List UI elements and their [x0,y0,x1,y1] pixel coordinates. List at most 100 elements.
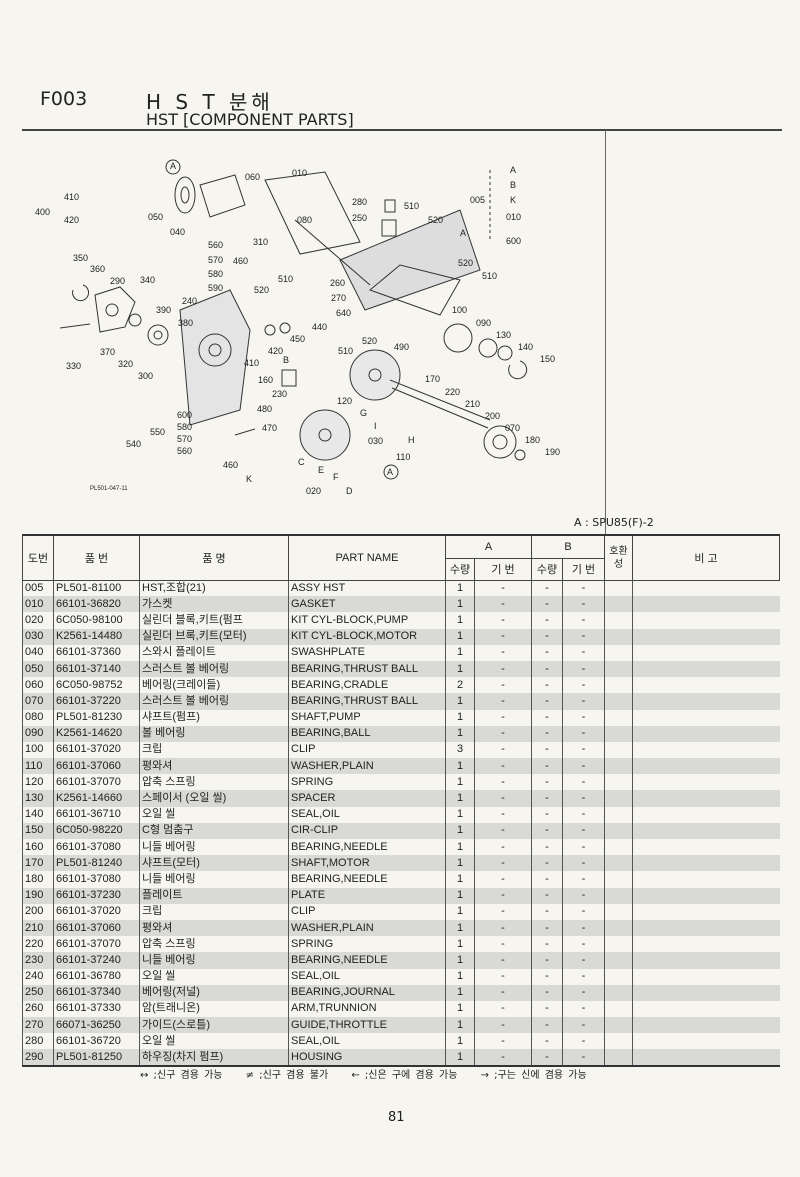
part-number: 66101-37240 [53,952,140,969]
callout: 480 [257,404,273,414]
callout: 360 [90,264,106,274]
col-remarks: 비 고 [632,534,780,581]
model-b: - [562,984,605,1001]
model-a: - [474,1000,532,1018]
row-no: 120 [22,774,54,791]
name-korean: 베어링(크레이들) [139,677,289,694]
model-b: - [562,822,605,839]
model-b: - [562,903,605,920]
remarks [632,855,780,872]
model-a: - [474,984,532,1001]
part-number: 66101-37330 [53,1000,140,1018]
remarks [632,1017,780,1034]
model-a: - [474,855,532,872]
part-name: BEARING,BALL [288,725,446,742]
model-a: - [474,839,532,856]
callout: 070 [505,423,521,433]
model-b: - [562,644,605,661]
qty-a: 1 [445,774,475,791]
part-number: PL501-81240 [53,855,140,872]
qty-a: 1 [445,871,475,888]
part-number: 66101-37230 [53,887,140,904]
callout: 600 [177,410,193,420]
model-a: - [474,693,532,710]
part-name: BEARING,NEEDLE [288,839,446,856]
row-no: 100 [22,741,54,759]
callout: 320 [118,359,134,369]
callout: 520 [458,258,474,268]
qty-a: 1 [445,709,475,726]
compat [604,644,633,661]
name-korean: 크립 [139,903,289,920]
part-name: GUIDE,THROTTLE [288,1017,446,1034]
callout: 005 [470,195,486,205]
remarks [632,968,780,985]
part-name: KIT CYL-BLOCK,MOTOR [288,628,446,645]
qty-b: - [531,806,563,823]
qty-b: - [531,677,563,694]
name-korean: 하우징(차지 펌프) [139,1049,289,1067]
name-korean: 가이드(스로틀) [139,1017,289,1034]
row-no: 240 [22,968,54,985]
part-number: 66101-36820 [53,596,140,613]
model-a: - [474,677,532,694]
part-name: WASHER,PLAIN [288,758,446,775]
compat [604,709,633,726]
compat [604,984,633,1001]
qty-b: - [531,919,563,937]
name-korean: 오일 씰 [139,806,289,823]
compat [604,580,633,597]
callout: 410 [64,192,80,202]
callout: 110 [396,452,411,462]
compat [604,790,633,807]
remarks [632,580,780,597]
model-a: - [474,1049,532,1067]
row-no: 060 [22,677,54,694]
row-no: 210 [22,919,54,937]
callout: 290 [110,276,126,286]
qty-a: 1 [445,887,475,904]
row-no: 010 [22,596,54,613]
compat [604,693,633,710]
name-korean: HST,조합(21) [139,580,289,597]
qty-a: 2 [445,677,475,694]
row-no: 020 [22,612,54,629]
row-no: 160 [22,839,54,856]
model-a: - [474,628,532,645]
callout: 520 [254,285,270,295]
qty-a: 1 [445,758,475,775]
part-name: SPRING [288,774,446,791]
row-no: 090 [22,725,54,742]
qty-a: 1 [445,919,475,937]
col-b-model: 기 번 [562,557,605,581]
name-korean: 플레이트 [139,887,289,904]
qty-a: 1 [445,1033,475,1050]
qty-b: - [531,903,563,920]
remarks [632,871,780,888]
model-b: - [562,855,605,872]
part-name: CLIP [288,903,446,920]
model-a: - [474,952,532,969]
part-number: 6C050-98100 [53,612,140,629]
compat [604,968,633,985]
part-number: 66101-37070 [53,774,140,791]
col-part-name: PART NAME [288,534,446,581]
exploded-diagram: 400 410 420 050 040 060 010 080 310 560 … [35,150,580,500]
col-group-b: B [531,534,605,559]
qty-a: 1 [445,822,475,839]
compat [604,774,633,791]
title-english: HST [COMPONENT PARTS] [146,110,354,129]
callout: B [510,180,517,190]
callout: 210 [465,399,481,409]
part-name: BEARING,CRADLE [288,677,446,694]
part-name: SEAL,OIL [288,1033,446,1050]
qty-b: - [531,693,563,710]
name-korean: 샤프트(펌프) [139,709,289,726]
